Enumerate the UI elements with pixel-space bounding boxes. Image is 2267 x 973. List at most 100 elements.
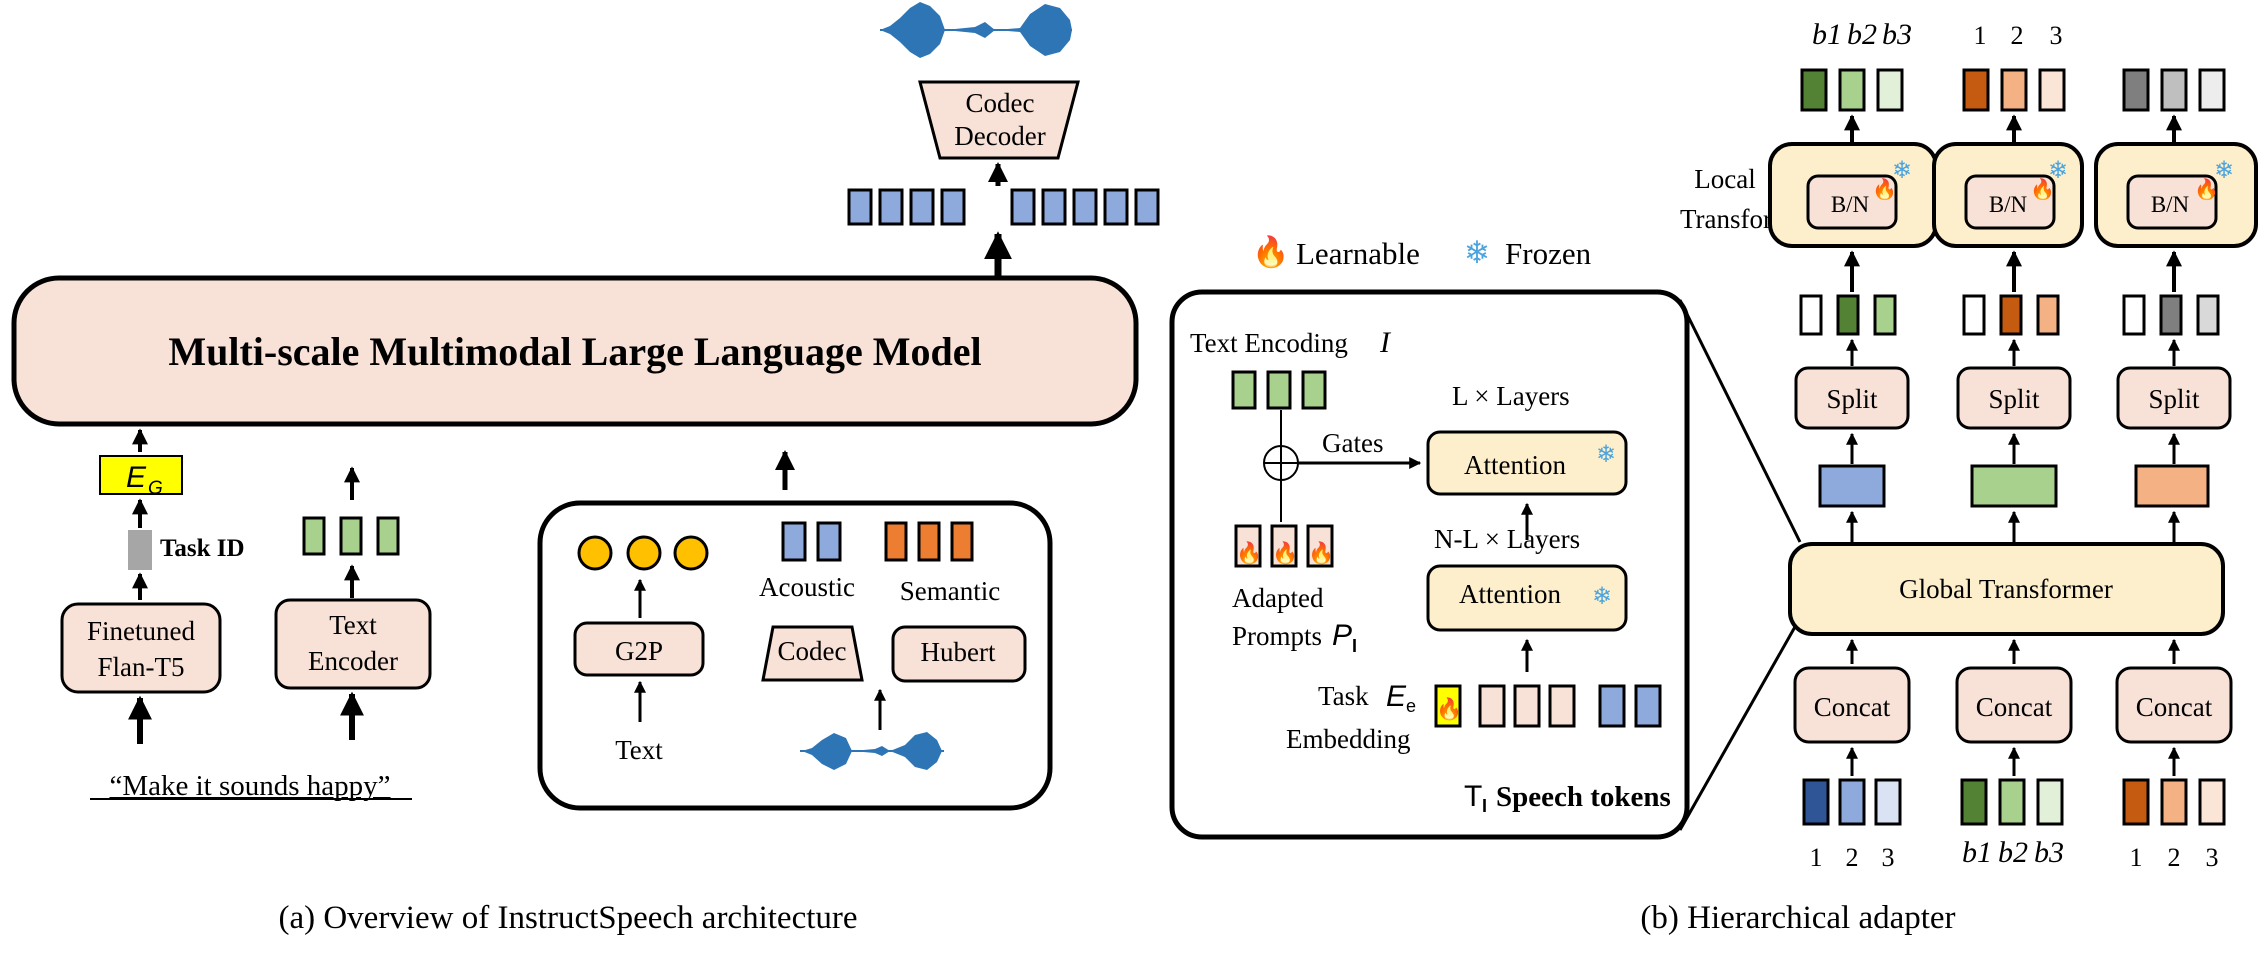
col2-bn-label: B/N (1989, 192, 2028, 217)
task-id-label: Task ID (160, 535, 245, 562)
snow-icon: ❄ (2048, 158, 2068, 184)
eg-sub: G (148, 478, 163, 499)
nl-layers-label: N-L × Layers (1434, 524, 1580, 554)
col2-mid-2 (1999, 294, 2023, 336)
col2-bot-1: b1 (1962, 836, 1992, 869)
col1-out-2 (1838, 68, 1866, 112)
phoneme-circles (577, 535, 709, 571)
col3-bn-box (2126, 174, 2218, 230)
frozen-label: Frozen (1505, 236, 1592, 271)
mllm-box (11, 275, 1139, 427)
attention-label-upper: Attention (1464, 450, 1566, 480)
col1-mid-1 (1799, 294, 1823, 336)
col3-out-1 (2122, 68, 2150, 112)
codec-box (761, 625, 864, 682)
col2-top-1: 1 (1974, 21, 1987, 50)
codec-decoder-label-2: Decoder (954, 121, 1045, 151)
eg-box (99, 455, 183, 495)
speech-token-row (1478, 684, 1662, 728)
col2-vec (1970, 464, 2058, 508)
flan-label-1: Finetuned (87, 616, 195, 646)
snow-icon: ❄ (1596, 442, 1616, 468)
g2p-label: G2P (615, 636, 663, 666)
text-encoder-tokens (302, 516, 400, 556)
flan-t5-box (60, 602, 222, 694)
zoom-connector-top (1678, 299, 1802, 543)
text-encoding-label: Text Encoding (1190, 328, 1348, 358)
col3-bn-label: B/N (2151, 192, 2190, 217)
fire-icon: 🔥 (1308, 540, 1334, 565)
zoom-connector-bottom (1678, 617, 1802, 831)
caption-b: (b) Hierarchical adapter (1640, 900, 1955, 936)
fire-icon: 🔥 (1272, 540, 1298, 565)
task-line2: Embedding (1286, 724, 1410, 754)
hubert-box (891, 625, 1027, 683)
col1-bot-2: 2 (1846, 843, 1859, 872)
col3-mid-3 (2196, 294, 2220, 336)
snow-icon: ❄ (1892, 158, 1912, 184)
flan-label-2: Flan-T5 (98, 652, 185, 682)
col3-split-label: Split (2148, 384, 2200, 414)
fire-icon: 🔥 (1436, 696, 1462, 721)
col2-bn-box (1964, 174, 2056, 230)
attention-box-lower (1426, 564, 1628, 632)
col3-split-box (2116, 366, 2232, 430)
col2-in-1 (1960, 778, 1988, 826)
fire-icon: 🔥 (2194, 177, 2219, 201)
caption-a: (a) Overview of InstructSpeech architect… (278, 900, 857, 936)
input-waveform (800, 732, 944, 770)
adapted-prompts-line2: Prompts (1232, 621, 1322, 651)
mllm-label: Multi-scale Multimodal Large Language Mo… (168, 329, 981, 374)
fire-icon: 🔥 (1252, 234, 1289, 269)
column-1: b1 b2 b3 B/N 🔥 ❄ Split Concat 1 2 3 (1768, 18, 1938, 872)
attention-box-upper (1426, 430, 1628, 496)
col3-concat-label: Concat (2136, 692, 2213, 722)
task-line1: Task (1318, 681, 1369, 711)
col1-split-label: Split (1826, 384, 1878, 414)
text-encoder-label-2: Encoder (308, 646, 398, 676)
text-encoding-symbol: I (1379, 326, 1392, 359)
col1-top-2: b2 (1847, 18, 1877, 51)
col2-out-1 (1962, 68, 1990, 112)
g2p-box (573, 621, 705, 677)
hubert-label: Hubert (921, 637, 996, 667)
col1-mid-2 (1836, 294, 1860, 336)
col2-split-box (1956, 366, 2072, 430)
column-3: B/N 🔥 ❄ Split Concat 1 2 3 (2094, 68, 2258, 872)
col1-top-1: b1 (1812, 18, 1842, 51)
col1-out-3 (1876, 68, 1904, 112)
snow-icon: ❄ (1592, 584, 1612, 610)
col1-in-3 (1874, 778, 1902, 826)
snow-icon: ❄ (1464, 235, 1490, 270)
col2-concat-box (1955, 666, 2073, 744)
col3-vec (2134, 464, 2210, 508)
attention-label-lower: Attention (1459, 579, 1561, 609)
output-waveform (880, 2, 1072, 58)
acoustic-tokens (781, 521, 842, 562)
col2-out-2 (2000, 68, 2028, 112)
semantic-label: Semantic (900, 576, 1000, 606)
speech-tokens-prefix: T (1464, 780, 1482, 813)
codec-decoder-label-1: Codec (966, 88, 1035, 118)
col3-bot-1: 1 (2130, 843, 2143, 872)
col1-split-box (1794, 366, 1910, 430)
prompt-symbol: P (1332, 619, 1352, 652)
col3-in-2 (2160, 778, 2188, 826)
col2-out-3 (2038, 68, 2066, 112)
col1-mid-3 (1873, 294, 1897, 336)
task-sub: e (1406, 696, 1416, 716)
col1-bot-3: 3 (1882, 843, 1895, 872)
instruction-text: “Make it sounds happy” (109, 770, 390, 802)
text-encoder-label-1: Text (329, 610, 377, 640)
col1-bot-1: 1 (1810, 843, 1823, 872)
output-token-row (847, 188, 1160, 226)
col2-bot-2: b2 (1998, 836, 2028, 869)
codec-label: Codec (778, 636, 847, 666)
col3-bot-2: 2 (2168, 843, 2181, 872)
acoustic-label: Acoustic (759, 572, 855, 602)
gates-label: Gates (1322, 428, 1383, 458)
col1-in-2 (1838, 778, 1866, 826)
col2-top-2: 2 (2011, 21, 2024, 50)
text-label: Text (615, 735, 663, 765)
semantic-tokens (884, 521, 974, 562)
